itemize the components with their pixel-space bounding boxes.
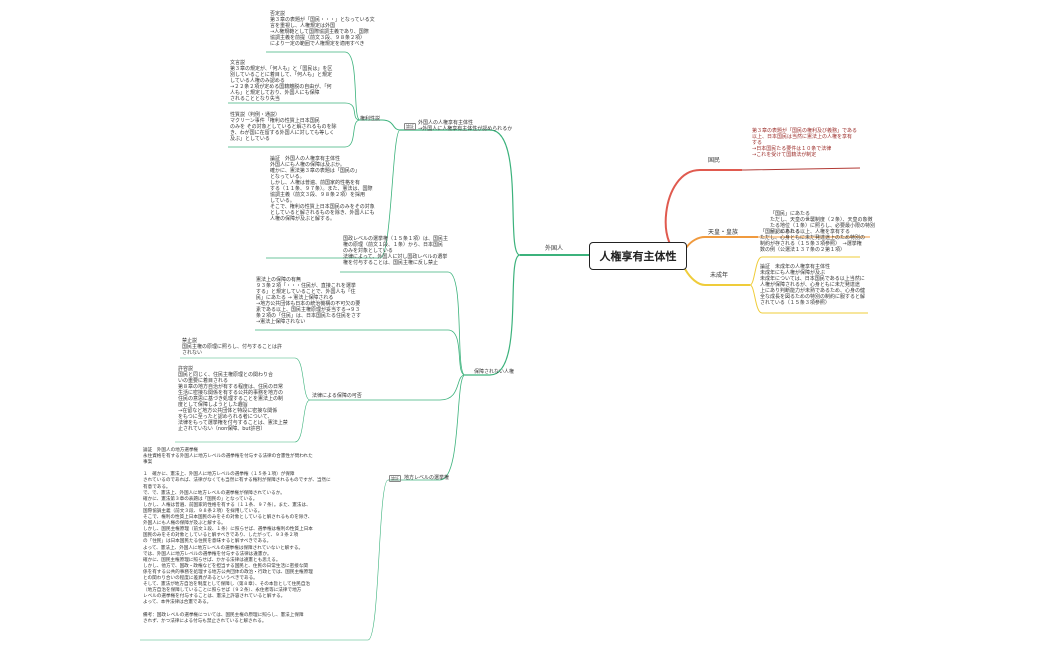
branch-chihou bbox=[388, 374, 466, 481]
branch-kyoyou bbox=[175, 399, 311, 443]
note-kenpou: 憲法上の保障の有無 ９３条２項「・・・住民が、直接これを選挙 する」と規定してい… bbox=[256, 277, 362, 325]
branch-houritsu bbox=[310, 374, 466, 401]
topic-houritsu[interactable]: 法律による保障の可否 bbox=[312, 393, 362, 399]
branch-miseinen bbox=[680, 254, 750, 286]
note-seishitsu: 性質説（判例・通説） マクリーン事件「権利の性質上日本国民 のみを その対象とし… bbox=[230, 112, 337, 142]
branch-ronshou bbox=[266, 129, 401, 259]
branch-hitei bbox=[266, 51, 361, 121]
topic-setsu[interactable]: 権利性説 bbox=[360, 116, 381, 122]
topic-miseinen[interactable]: 未成年 bbox=[710, 272, 729, 279]
branch-kokumin-note bbox=[742, 167, 861, 171]
topic-hoshou-sub: →外国人に人権享有主体性が認められるか bbox=[418, 126, 513, 132]
note-hitei: 否定説 第３章の表題が「国民・・・」となっている文 言を重視し、人権規定は外国 … bbox=[270, 11, 375, 47]
note-miseinen-1: 「国民」にあたる以上、人権を享有する ただし、心身ともに未だ発達途上のため特別の… bbox=[760, 229, 866, 253]
note-kokumin: 第３章の表題が「国民の権利及び義務」である 以上、日本国民は当然に憲法上の人権を… bbox=[752, 128, 857, 158]
branch-miseinen-note2 bbox=[749, 284, 868, 314]
branch-monjin bbox=[228, 102, 361, 121]
topic-tenno[interactable]: 天皇・皇族 bbox=[708, 229, 739, 236]
topic-chihou[interactable]: 地方レベルの選挙権 bbox=[404, 475, 450, 481]
branch-kinshi bbox=[180, 357, 311, 401]
branch-hoshou bbox=[400, 129, 521, 256]
branch-chihou-note bbox=[140, 479, 389, 641]
note-kyoyou: 許容説 国民と同じく、住民主権原理との関わり合 いの重要に着目される 第８章の地… bbox=[178, 366, 288, 432]
topic-kokumin[interactable]: 国民 bbox=[708, 157, 721, 164]
note-monjin: 文言説 第３章の規定が、「何人も」と「国民は」を区 別していることに着目して、「… bbox=[230, 60, 333, 102]
note-tenno: 「国民」にあたる ただし、天皇の世襲制度（２条）、天皇の象徴 たる地位（１条）に… bbox=[770, 211, 876, 235]
branch-hoshousarenai bbox=[465, 254, 521, 376]
branch-setsu bbox=[360, 119, 401, 131]
branch-seishitsu bbox=[228, 119, 361, 148]
ronshou-tag-icon: 論証 bbox=[404, 123, 416, 130]
ronshou-tag-icon-2: 論証 bbox=[389, 475, 401, 482]
topic-gaikokujin[interactable]: 外国人 bbox=[545, 245, 564, 252]
topic-hoshou[interactable]: 外国人の人権享有主体性→外国人に人権享有主体性が認められるか bbox=[418, 120, 528, 132]
topic-hoshousarenai[interactable]: 保障されない人権 bbox=[474, 369, 515, 375]
note-ronshou-hoshou: 論証 外国人の人権享有主体性 外国人にも人権の保障は及ぶか。 確かに、憲法第３章… bbox=[270, 156, 375, 222]
note-miseinen-2: 論証 未成年の人権享有主体性 未成年にも人権が保障が及ぶ 未成年については、日本… bbox=[760, 264, 866, 306]
note-chihou: 論証 外国人の地方選挙権 永住資格を有する外国人に地方レベルの選挙権を付与する法… bbox=[143, 448, 331, 624]
branch-kenpou bbox=[255, 329, 466, 376]
topic-hoshou-label: 外国人の人権享有主体性 bbox=[418, 120, 474, 126]
branch-miseinen-note1 bbox=[749, 256, 860, 286]
note-kokusei: 国政レベルの選挙権（１５条１項）は、国民主 権の原理（前文１段、１条）から、日本… bbox=[343, 236, 449, 266]
root-topic[interactable]: 人権享有主体性 bbox=[589, 242, 687, 270]
branch-tenno bbox=[682, 236, 758, 256]
note-kinshi: 禁止説 国民主権の原理に照らし、付与することは許 されない bbox=[182, 338, 283, 356]
